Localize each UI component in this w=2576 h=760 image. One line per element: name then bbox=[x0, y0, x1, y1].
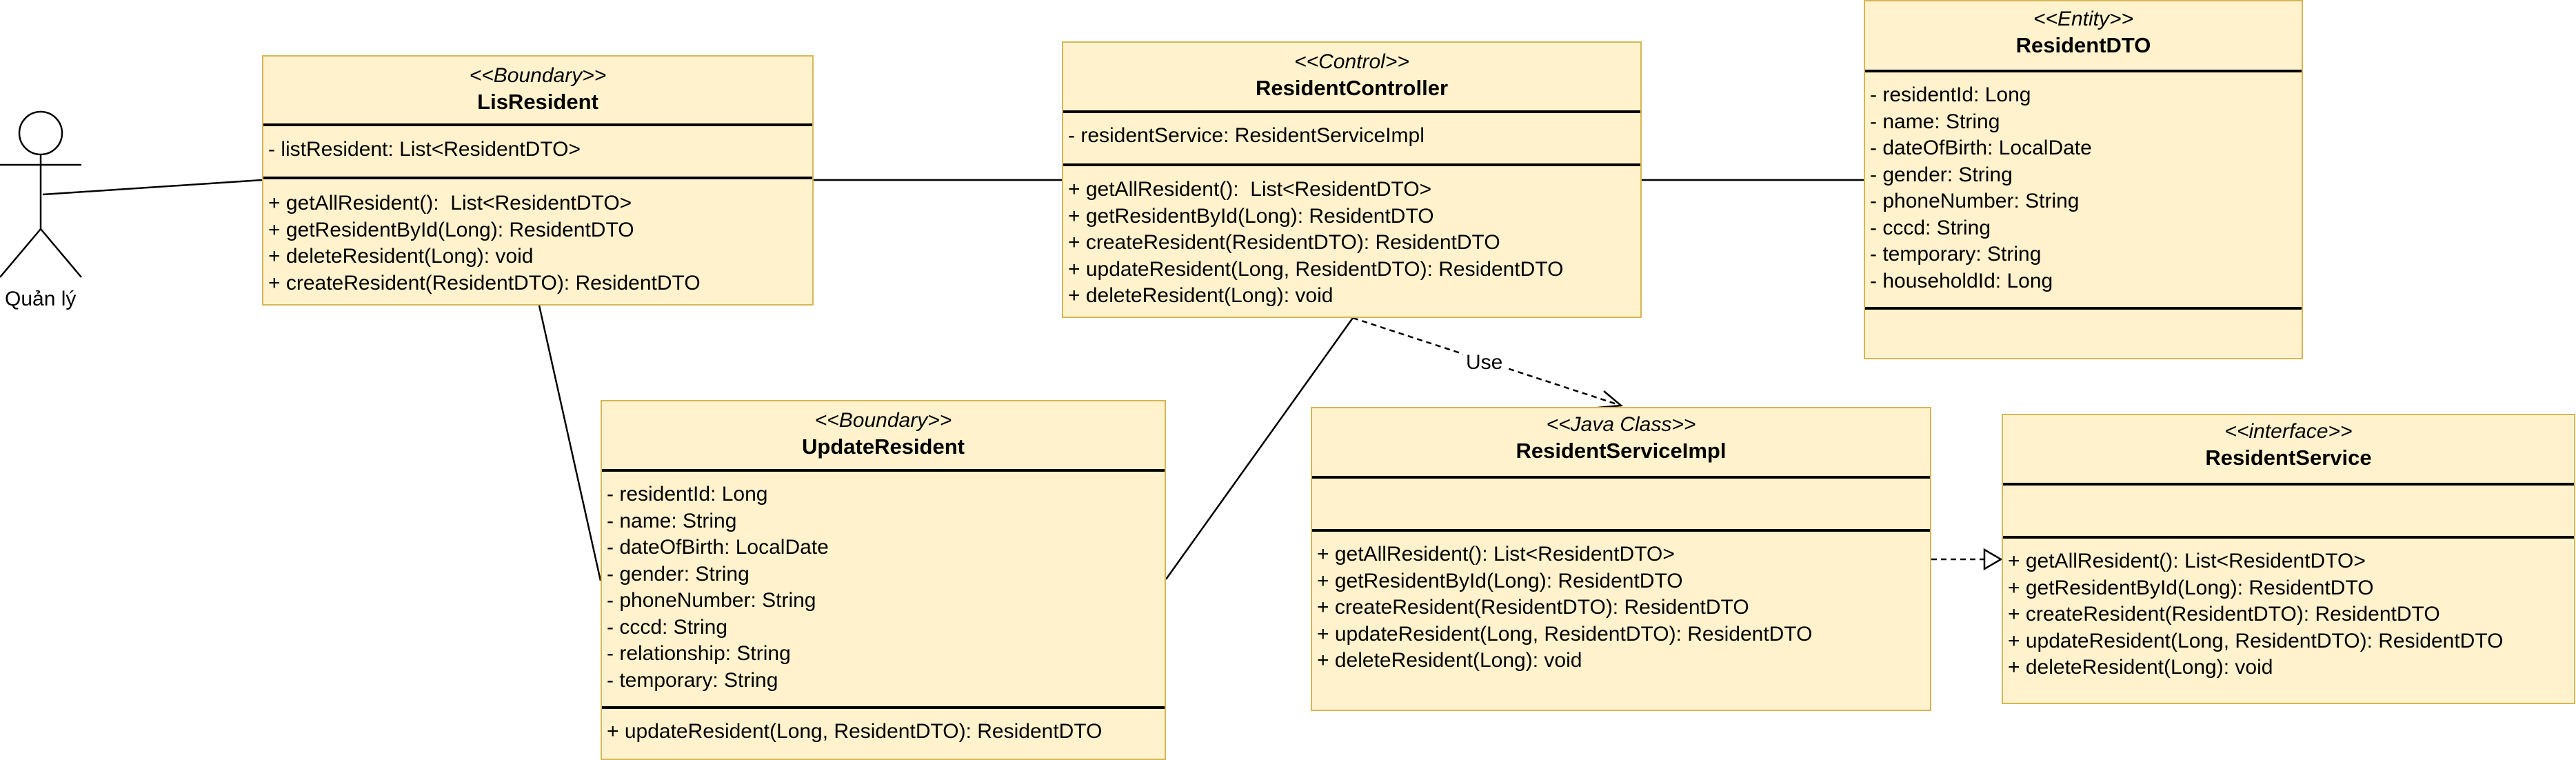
operations-section: + getAllResident(): List<ResidentDTO> + … bbox=[1068, 177, 1638, 310]
actor-label: Quản lý bbox=[5, 288, 77, 310]
divider bbox=[1865, 307, 2302, 310]
divider bbox=[1312, 476, 1930, 479]
operations-section: + getAllResident(): List<ResidentDTO> + … bbox=[1317, 541, 1927, 674]
attribute: - dateOfBirth: LocalDate bbox=[1870, 137, 2092, 159]
operations-section: + updateResident(Long, ResidentDTO): Res… bbox=[607, 719, 1162, 746]
attribute: - relationship: String bbox=[607, 642, 791, 665]
operation: + deleteResident(Long): void bbox=[268, 245, 534, 268]
edge-actor-lisresident bbox=[42, 179, 263, 196]
attribute: - householdId: Long bbox=[1870, 269, 2053, 292]
divider bbox=[1312, 529, 1930, 532]
operation: + deleteResident(Long): void bbox=[1317, 649, 1582, 672]
attribute: - residentService: ResidentServiceImpl bbox=[1068, 124, 1425, 147]
attribute: - gender: String bbox=[1870, 163, 2013, 186]
attributes-section: - residentId: Long - name: String - date… bbox=[607, 481, 1162, 694]
class-header: <<Java Class>> ResidentServiceImpl bbox=[1312, 408, 1930, 465]
edge-controller-updateresident bbox=[1165, 317, 1354, 580]
operations-section: + getAllResident(): List<ResidentDTO> + … bbox=[268, 190, 809, 297]
attribute: - cccd: String bbox=[607, 615, 728, 639]
attribute: - dateOfBirth: LocalDate bbox=[607, 536, 829, 559]
stereotype: <<Boundary>> bbox=[469, 64, 607, 87]
attribute: - listResident: List<ResidentDTO> bbox=[268, 138, 581, 161]
divider bbox=[2003, 536, 2574, 539]
class-name: ResidentController bbox=[1255, 76, 1449, 100]
operation: + updateResident(Long, ResidentDTO): Res… bbox=[607, 720, 1103, 743]
class-updateresident[interactable]: <<Boundary>> UpdateResident - residentId… bbox=[601, 400, 1166, 760]
attribute: - gender: String bbox=[607, 562, 749, 586]
operation: + createResident(ResidentDTO): ResidentD… bbox=[1068, 231, 1500, 254]
operation: + deleteResident(Long): void bbox=[2008, 656, 2273, 679]
operation: + getResidentById(Long): ResidentDTO bbox=[1317, 569, 1683, 592]
divider bbox=[1063, 163, 1640, 166]
attribute: - cccd: String bbox=[1870, 216, 1991, 239]
stereotype: <<Java Class>> bbox=[1546, 413, 1696, 436]
class-lisresident[interactable]: <<Boundary>> LisResident - listResident:… bbox=[262, 55, 814, 306]
divider bbox=[602, 469, 1165, 472]
class-name: UpdateResident bbox=[802, 434, 965, 459]
attributes-section: - residentId: Long - name: String - date… bbox=[1870, 82, 2299, 294]
use-label: Use bbox=[1463, 350, 1506, 375]
attribute: - phoneNumber: String bbox=[1870, 190, 2080, 212]
operation: + getAllResident(): List<ResidentDTO> bbox=[1317, 543, 1675, 566]
operation: + updateResident(Long, ResidentDTO): Res… bbox=[1317, 622, 1813, 646]
divider bbox=[263, 177, 812, 179]
operation: + deleteResident(Long): void bbox=[1068, 284, 1334, 307]
stereotype: <<Control>> bbox=[1294, 50, 1409, 73]
operation: + getResidentById(Long): ResidentDTO bbox=[1068, 204, 1434, 228]
operation: + updateResident(Long, ResidentDTO): Res… bbox=[1068, 257, 1564, 281]
attribute: - name: String bbox=[1870, 110, 2000, 133]
attribute: - temporary: String bbox=[607, 668, 778, 692]
operation: + updateResident(Long, ResidentDTO): Res… bbox=[2008, 629, 2504, 652]
operation: + createResident(ResidentDTO): ResidentD… bbox=[268, 271, 701, 294]
class-name: ResidentDTO bbox=[2015, 33, 2151, 57]
attribute: - residentId: Long bbox=[1870, 83, 2031, 106]
attributes-section: - listResident: List<ResidentDTO> bbox=[268, 137, 809, 163]
operations-section: + getAllResident(): List<ResidentDTO> + … bbox=[2008, 548, 2571, 681]
stereotype: <<interface>> bbox=[2224, 420, 2353, 443]
class-residentcontroller[interactable]: <<Control>> ResidentController - residen… bbox=[1062, 41, 1642, 318]
operation: + getAllResident(): List<ResidentDTO> bbox=[2008, 550, 2366, 572]
stereotype: <<Entity>> bbox=[2033, 8, 2134, 30]
stereotype: <<Boundary>> bbox=[814, 409, 952, 432]
divider bbox=[263, 123, 812, 126]
attribute: - temporary: String bbox=[1870, 243, 2042, 266]
class-header: <<Entity>> ResidentDTO bbox=[1865, 1, 2302, 59]
operation: + getResidentById(Long): ResidentDTO bbox=[268, 218, 634, 241]
class-name: LisResident bbox=[477, 90, 598, 114]
attribute: - phoneNumber: String bbox=[607, 589, 816, 612]
divider bbox=[1063, 110, 1640, 113]
edge-lisresident-updateresident bbox=[538, 305, 602, 581]
operation: + createResident(ResidentDTO): ResidentD… bbox=[1317, 596, 1749, 619]
class-residentdto[interactable]: <<Entity>> ResidentDTO - residentId: Lon… bbox=[1864, 0, 2303, 359]
class-name: ResidentServiceImpl bbox=[1516, 439, 1727, 463]
actor-figure bbox=[0, 110, 82, 278]
class-name: ResidentService bbox=[2205, 446, 2372, 470]
class-residentservice[interactable]: <<interface>> ResidentService + getAllRe… bbox=[2002, 414, 2575, 704]
realization-arrowhead bbox=[1983, 548, 2003, 571]
attributes-section: - residentService: ResidentServiceImpl bbox=[1068, 123, 1638, 150]
divider bbox=[602, 706, 1165, 709]
class-header: <<interface>> ResidentService bbox=[2003, 415, 2574, 472]
operation: + createResident(ResidentDTO): ResidentD… bbox=[2008, 603, 2440, 626]
operation: + getAllResident(): List<ResidentDTO> bbox=[268, 192, 632, 214]
class-residentserviceimpl[interactable]: <<Java Class>> ResidentServiceImpl + get… bbox=[1311, 407, 1931, 711]
class-header: <<Boundary>> UpdateResident bbox=[602, 401, 1165, 461]
class-header: <<Boundary>> LisResident bbox=[263, 57, 812, 116]
operation: + getAllResident(): List<ResidentDTO> bbox=[1068, 178, 1432, 201]
divider bbox=[2003, 483, 2574, 486]
attribute: - residentId: Long bbox=[607, 483, 768, 506]
divider bbox=[1865, 70, 2302, 72]
operation: + getResidentById(Long): ResidentDTO bbox=[2008, 576, 2374, 599]
attribute: - name: String bbox=[607, 509, 737, 532]
edge-use-dependency bbox=[1352, 317, 1622, 407]
class-header: <<Control>> ResidentController bbox=[1063, 43, 1640, 102]
